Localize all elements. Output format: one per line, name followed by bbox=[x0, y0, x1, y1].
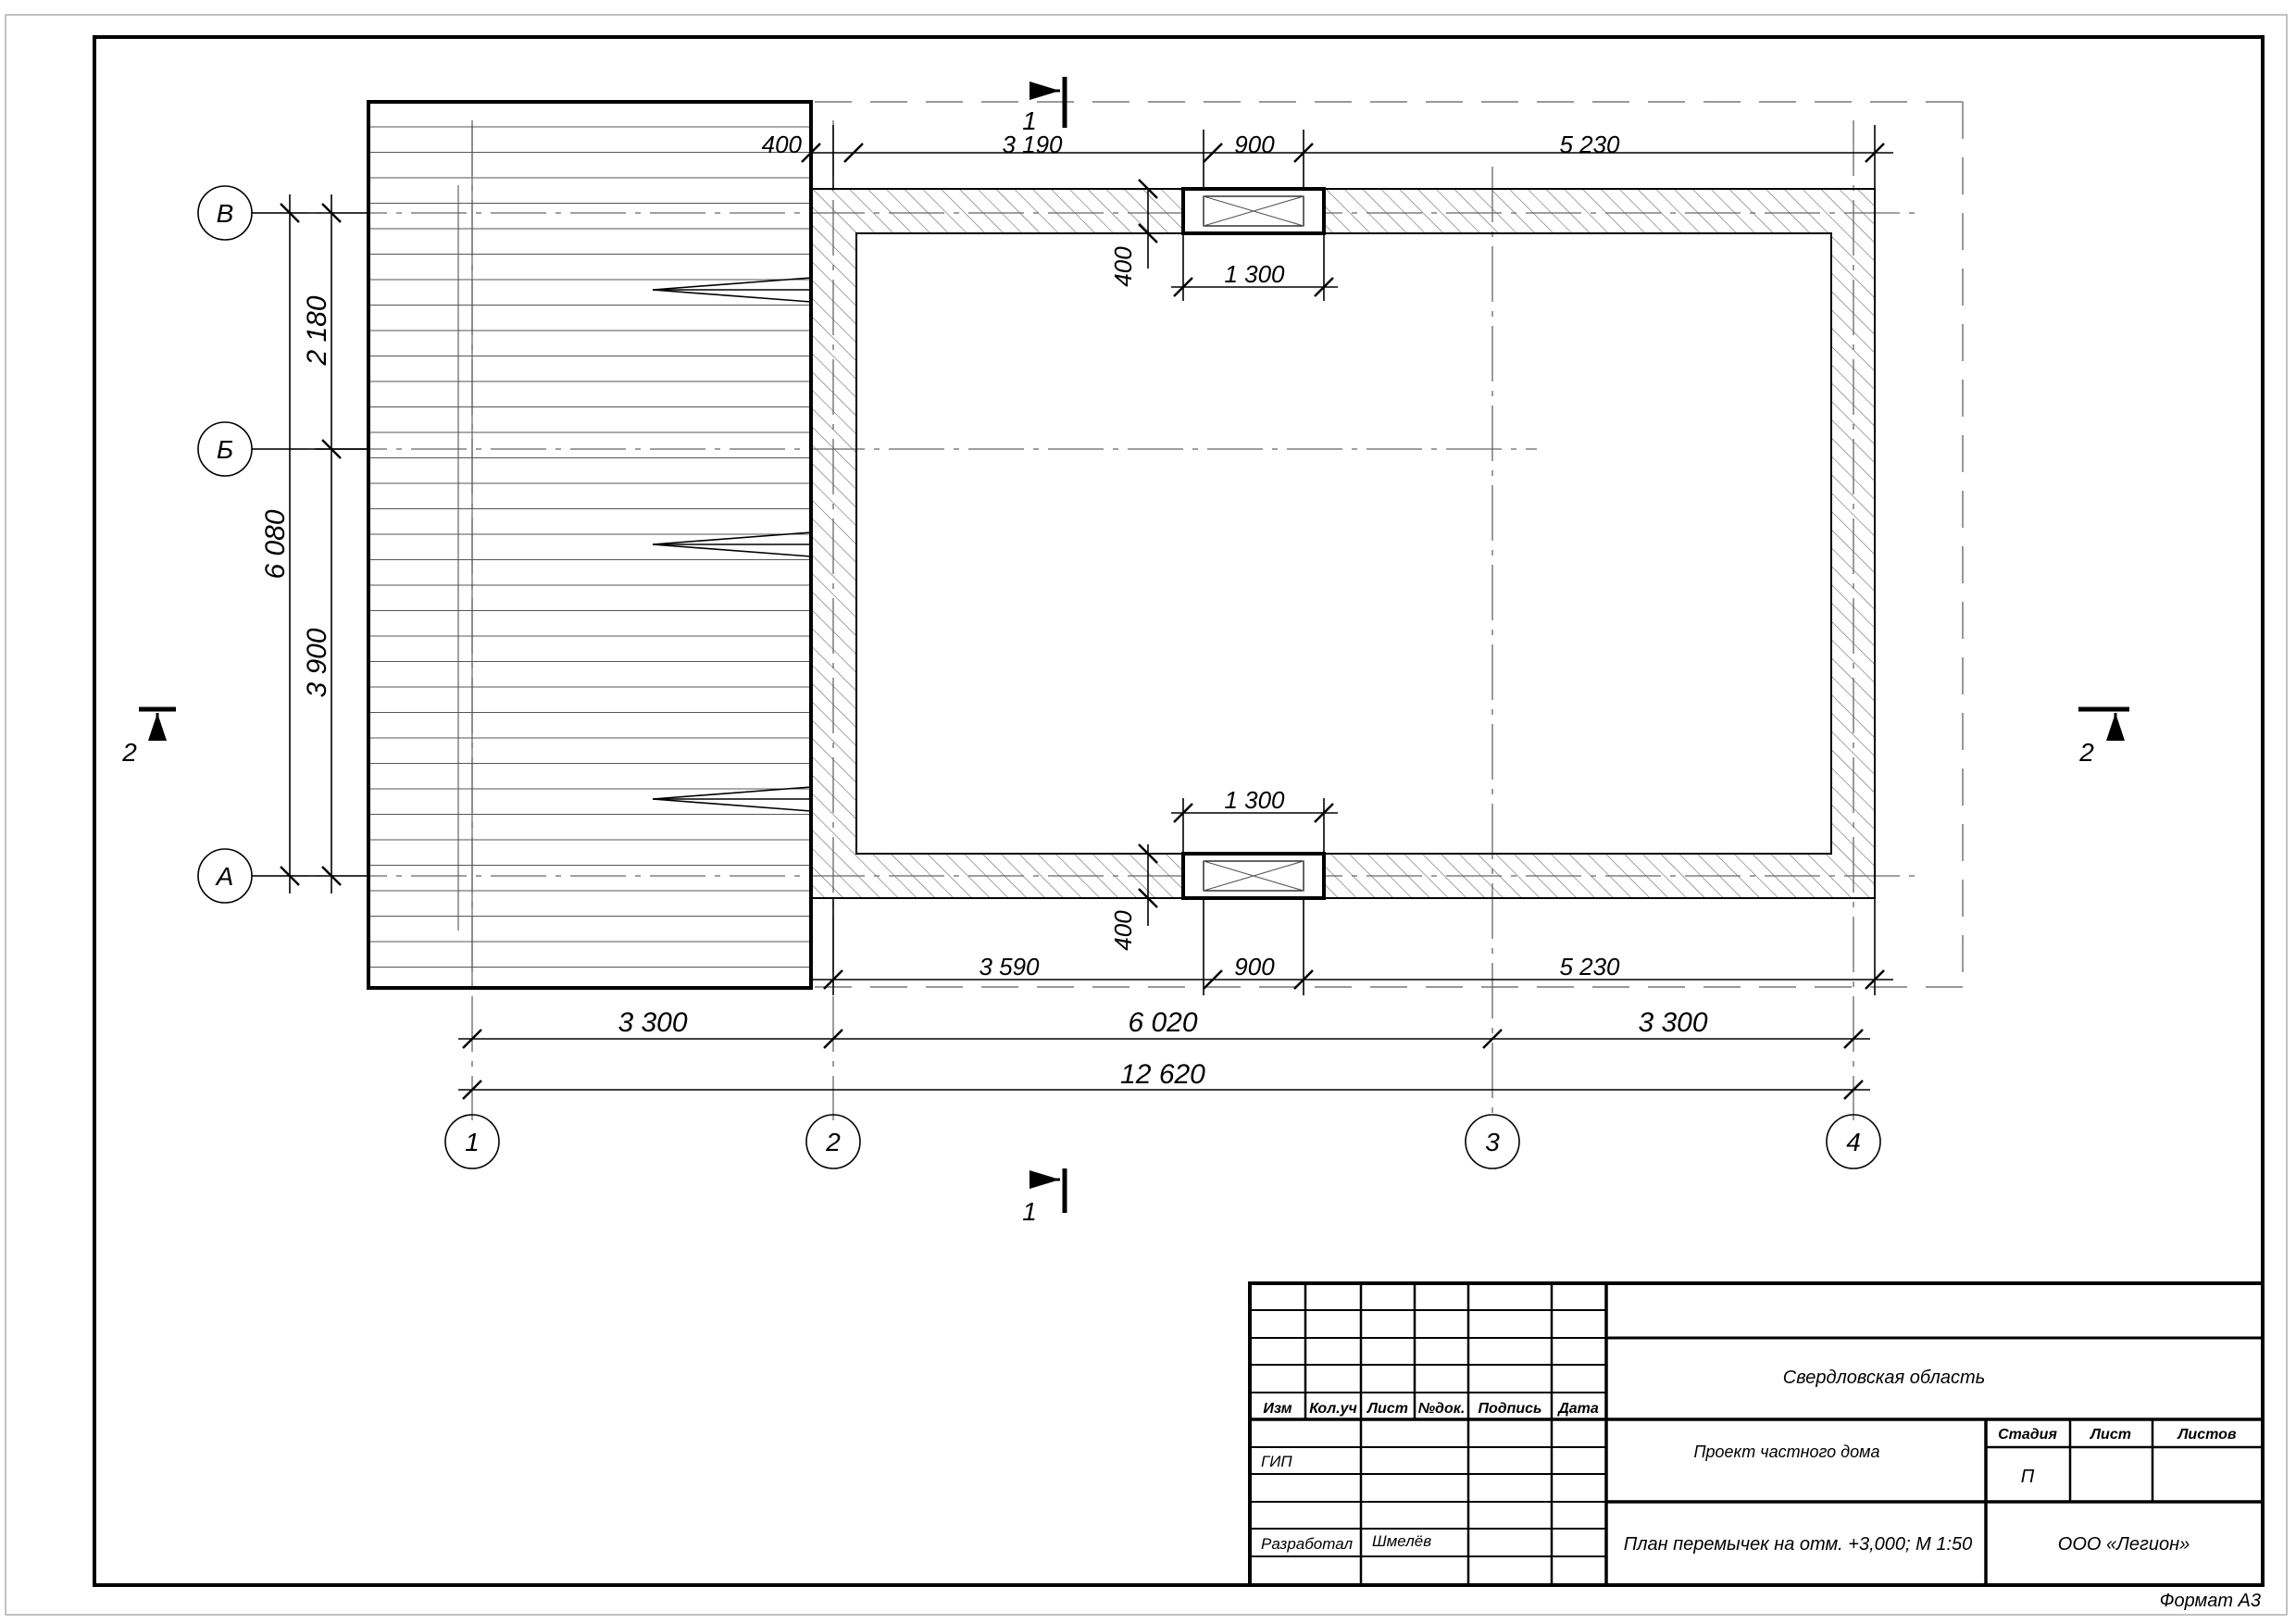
header-podpis: Подпись bbox=[1478, 1401, 1541, 1417]
wall-dimension-bottom: 400 bbox=[1109, 843, 1183, 951]
title-sheet-name: План перемычек на отм. +3,000; М 1:50 bbox=[1624, 1534, 1973, 1555]
header-kol-uch: Кол.уч bbox=[1309, 1401, 1357, 1417]
name-developer: Шмелёв bbox=[1372, 1532, 1431, 1550]
section-mark-left: 2 bbox=[121, 706, 176, 767]
axis-col-3: 3 bbox=[1485, 1128, 1500, 1156]
axis-col-1: 1 bbox=[465, 1128, 480, 1156]
outer-sheet-border bbox=[5, 14, 2288, 1616]
span-dimension-row: 3 300 6 020 3 300 bbox=[458, 1007, 1870, 1049]
axis-row-a: А bbox=[215, 862, 234, 891]
dim-wall-top: 400 bbox=[1109, 246, 1137, 287]
title-stage-header: Стадия bbox=[1998, 1427, 2057, 1443]
title-company: ООО «Легион» bbox=[2058, 1534, 2190, 1555]
dim-top-2: 3 190 bbox=[1002, 131, 1063, 158]
dim-span-1: 3 300 bbox=[618, 1007, 687, 1038]
roof-overhang-outline bbox=[815, 101, 1964, 988]
column-axis-bubbles: 1 2 3 4 bbox=[444, 1114, 1881, 1169]
canopy-roof bbox=[367, 100, 813, 990]
opening-dimension-top: 1 300 bbox=[1171, 233, 1338, 301]
title-project: Проект частного дома bbox=[1693, 1443, 1879, 1461]
dim-top-3: 900 bbox=[1234, 131, 1275, 158]
role-developer: Разработал bbox=[1261, 1535, 1353, 1553]
masonry-walls bbox=[809, 188, 1876, 899]
bottom-dimension-chain: 3 590 900 5 230 bbox=[811, 898, 1893, 995]
lintel-top bbox=[1181, 187, 1326, 235]
title-region: Свердловская область bbox=[1783, 1368, 1985, 1388]
dim-bottom-1: 3 590 bbox=[979, 953, 1040, 981]
axis-col-4: 4 bbox=[1846, 1128, 1861, 1156]
left-dimensions: 2 180 3 900 6 080 bbox=[260, 194, 368, 893]
row-axis-bubbles: В Б А bbox=[197, 185, 368, 904]
header-izm: Изм bbox=[1263, 1401, 1292, 1417]
title-sheets-header: Листов bbox=[2177, 1427, 2236, 1443]
title-sheet-header: Лист bbox=[2090, 1427, 2131, 1443]
dim-opening-bottom: 1 300 bbox=[1224, 786, 1285, 814]
dim-left-2: 3 900 bbox=[302, 628, 332, 697]
axis-col-2: 2 bbox=[825, 1128, 841, 1156]
dim-wall-bottom: 400 bbox=[1109, 910, 1137, 951]
section-mark-right: 2 bbox=[2078, 706, 2129, 767]
overall-dimension: 12 620 bbox=[458, 1059, 1870, 1100]
dim-left-overall: 6 080 bbox=[260, 509, 291, 579]
section-mark-bottom: 1 bbox=[1022, 1168, 1067, 1226]
dim-left-1: 2 180 bbox=[302, 295, 332, 366]
dim-top-4: 5 230 bbox=[1559, 131, 1620, 158]
dim-top-1: 400 bbox=[762, 131, 803, 158]
section-mark-top: 1 bbox=[1022, 77, 1067, 135]
opening-dimension-bottom: 1 300 bbox=[1171, 786, 1338, 854]
title-block: Изм Кол.уч Лист №док. Подпись Дата ГИП Р… bbox=[1248, 1281, 2265, 1587]
dim-overall: 12 620 bbox=[1120, 1059, 1205, 1090]
role-gip: ГИП bbox=[1261, 1453, 1292, 1470]
header-list: Лист bbox=[1366, 1401, 1408, 1417]
axis-row-v: В bbox=[217, 199, 234, 228]
dim-bottom-2: 900 bbox=[1234, 953, 1275, 981]
top-dimension-chain: 400 3 190 900 5 230 bbox=[762, 102, 1893, 189]
title-stage-value: П bbox=[2021, 1467, 2035, 1487]
section-label-right: 2 bbox=[2078, 738, 2094, 767]
dim-opening-top: 1 300 bbox=[1224, 260, 1285, 288]
axis-row-b: Б bbox=[217, 435, 233, 464]
header-ndok: №док. bbox=[1418, 1401, 1466, 1417]
section-label-left: 2 bbox=[121, 738, 137, 767]
axis-lines bbox=[252, 120, 1921, 1120]
wall-dimension-top: 400 bbox=[1109, 179, 1183, 287]
section-label-top: 1 bbox=[1022, 106, 1037, 135]
dim-span-3: 3 300 bbox=[1638, 1007, 1707, 1038]
lintel-bottom bbox=[1181, 852, 1326, 900]
drawing-frame bbox=[93, 35, 2265, 1587]
dim-bottom-3: 5 230 bbox=[1559, 953, 1620, 981]
format-label: Формат А3 bbox=[2160, 1591, 2261, 1611]
header-data: Дата bbox=[1556, 1401, 1599, 1417]
section-label-bottom: 1 bbox=[1022, 1197, 1037, 1226]
dim-span-2: 6 020 bbox=[1128, 1007, 1197, 1038]
